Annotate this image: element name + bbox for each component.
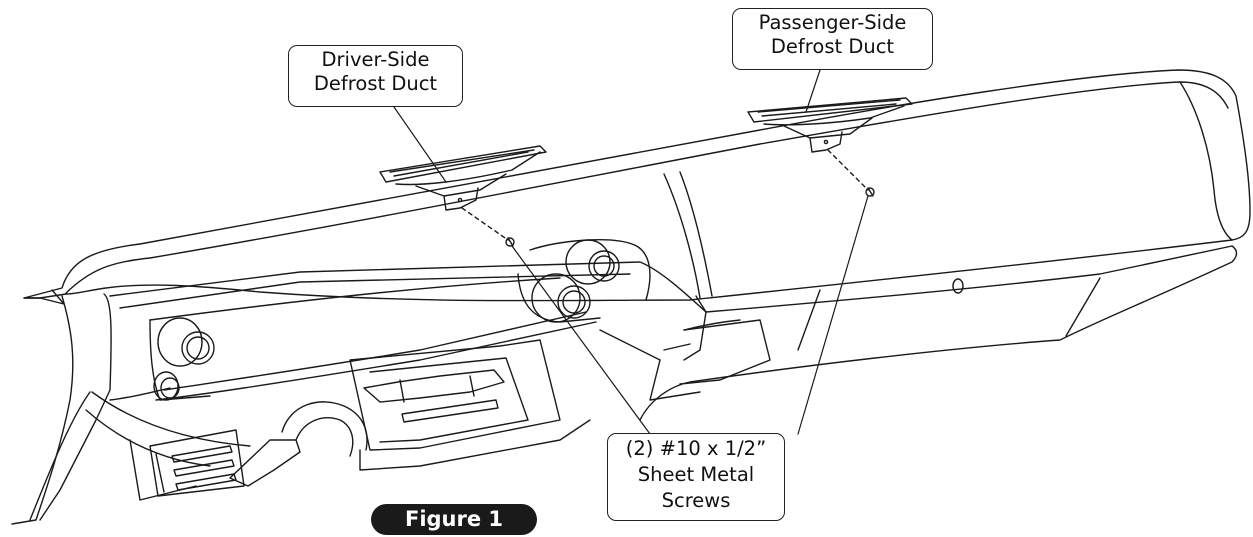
dash-top-pad <box>23 69 1251 305</box>
passenger-duct-label-line1: Passenger-Side <box>758 11 907 34</box>
screws-callout: (2) #10 x 1/2” Sheet Metal Screws <box>607 433 785 521</box>
leader-lines <box>393 69 869 435</box>
passenger-duct-callout: Passenger-Side Defrost Duct <box>732 8 933 70</box>
driver-defrost-duct <box>379 145 547 211</box>
driver-duct-label-line1: Driver-Side <box>321 48 430 71</box>
figure-label: Figure 1 <box>371 504 537 535</box>
screws-label-line1: (2) #10 x 1/2” <box>625 437 767 460</box>
driver-duct-label-line2: Defrost Duct <box>313 72 438 95</box>
left-air-vent <box>149 429 245 497</box>
pad-seam-lines <box>663 171 713 299</box>
screw-hardware <box>461 149 875 247</box>
screws-label-line2: Sheet Metal <box>637 463 755 486</box>
radio-opening <box>349 339 561 451</box>
dash-lower-body <box>11 239 707 525</box>
screws-label-line3: Screws <box>661 489 731 512</box>
driver-duct-callout: Driver-Side Defrost Duct <box>288 45 463 107</box>
passenger-defrost-duct <box>747 97 913 153</box>
control-knobs <box>153 239 620 401</box>
passenger-duct-label-line2: Defrost Duct <box>770 35 895 58</box>
steering-column-opening <box>229 401 591 487</box>
glovebox-panel <box>639 245 1238 421</box>
